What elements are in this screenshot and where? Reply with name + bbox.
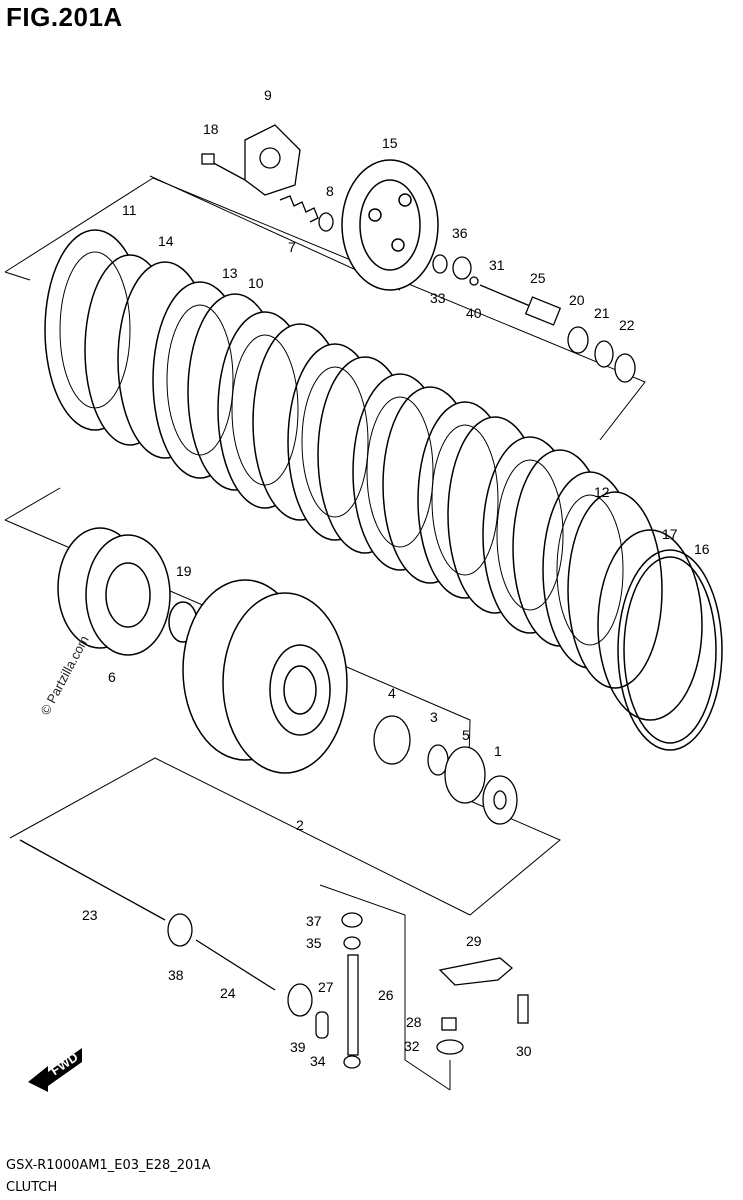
plate-inner-rings: [59, 251, 624, 646]
rod-24: [195, 939, 276, 991]
callout-12: 12: [594, 484, 610, 500]
hub-bearings: [373, 715, 518, 825]
callout-labels: 1 2 3 4 5 6 7 8 9 10 11 12 13 14 15 16 1…: [82, 87, 710, 1069]
push-hardware: [432, 254, 636, 383]
nut-20: [567, 326, 589, 354]
wire-16: [617, 549, 723, 751]
spring-28: [441, 1017, 457, 1031]
callout-31: 31: [489, 257, 505, 273]
callout-21: 21: [594, 305, 610, 321]
spring-hardware: [201, 124, 334, 232]
callout-33: 33: [430, 290, 446, 306]
clutch-plate-stack: [44, 229, 663, 689]
callout-11: 11: [122, 202, 137, 218]
callout-15: 15: [382, 135, 398, 151]
callout-23: 23: [82, 907, 98, 923]
figure-caption: CLUTCH: [6, 1180, 58, 1195]
callout-29: 29: [466, 933, 482, 949]
piece-25: [524, 296, 562, 326]
callout-24: 24: [220, 985, 236, 1001]
callout-38: 38: [168, 967, 184, 983]
figure-title: FIG.201A: [6, 2, 123, 32]
callout-26: 26: [378, 987, 394, 1003]
callout-36: 36: [452, 225, 468, 241]
callout-5: 5: [462, 727, 470, 743]
callout-4: 4: [388, 685, 396, 701]
callout-34: 34: [310, 1053, 326, 1069]
callout-37: 37: [306, 913, 322, 929]
callout-40: 40: [466, 305, 482, 321]
spring-washer-17: [597, 529, 703, 721]
spacer-4: [373, 715, 411, 765]
push-rods: [19, 839, 313, 1017]
primary-driven-gear-6: [57, 527, 198, 656]
figure-code: GSX-R1000AM1_E03_E28_201A: [6, 1158, 211, 1173]
callout-8: 8: [326, 183, 334, 199]
callout-3: 3: [430, 709, 438, 725]
watermark-text: © Partzilla.com: [37, 633, 91, 717]
callout-2: 2: [296, 817, 304, 833]
callout-17: 17: [662, 526, 678, 542]
wire-rings: [597, 529, 723, 751]
release-shaft-26: [315, 912, 529, 1069]
callout-25: 25: [530, 270, 546, 286]
callout-28: 28: [406, 1014, 422, 1030]
ball-40: [469, 276, 479, 286]
callout-13: 13: [222, 265, 238, 281]
callout-22: 22: [619, 317, 635, 333]
callout-1: 1: [494, 743, 502, 759]
rod-31: [479, 284, 531, 307]
spring-7: [279, 195, 319, 223]
pressure-plate-15: [341, 159, 439, 291]
callout-14: 14: [158, 233, 174, 249]
plate-11-last: [567, 491, 663, 689]
bolt-30: [517, 994, 529, 1024]
rod-23: [19, 839, 166, 921]
oil-seal-37: [341, 912, 363, 928]
washer-21: [594, 340, 614, 368]
seal-39: [287, 983, 313, 1017]
washer-8: [318, 212, 334, 232]
callout-10: 10: [248, 275, 264, 291]
callout-20: 20: [569, 292, 585, 308]
callout-9: 9: [264, 87, 272, 103]
callout-19: 19: [176, 563, 192, 579]
callout-30: 30: [516, 1043, 532, 1059]
callout-18: 18: [203, 121, 219, 137]
washer-22: [614, 353, 636, 383]
seal-38: [167, 913, 193, 947]
pin-27: [315, 1011, 329, 1039]
bearing-34: [343, 1055, 361, 1069]
bearing-36: [452, 256, 472, 280]
bearing-35: [343, 936, 361, 950]
callout-32: 32: [404, 1038, 420, 1054]
callout-35: 35: [306, 935, 322, 951]
callout-7: 7: [288, 239, 296, 255]
callout-27: 27: [318, 979, 334, 995]
callout-6: 6: [108, 669, 116, 685]
washer-32: [436, 1039, 464, 1055]
callout-16: 16: [694, 541, 710, 557]
bearing-5: [444, 746, 486, 804]
callout-39: 39: [290, 1039, 306, 1055]
fwd-arrow-icon: FWD: [28, 1048, 82, 1092]
washer-33: [432, 254, 448, 274]
lever-29: [438, 957, 514, 986]
clutch-housing-2: [182, 579, 348, 774]
